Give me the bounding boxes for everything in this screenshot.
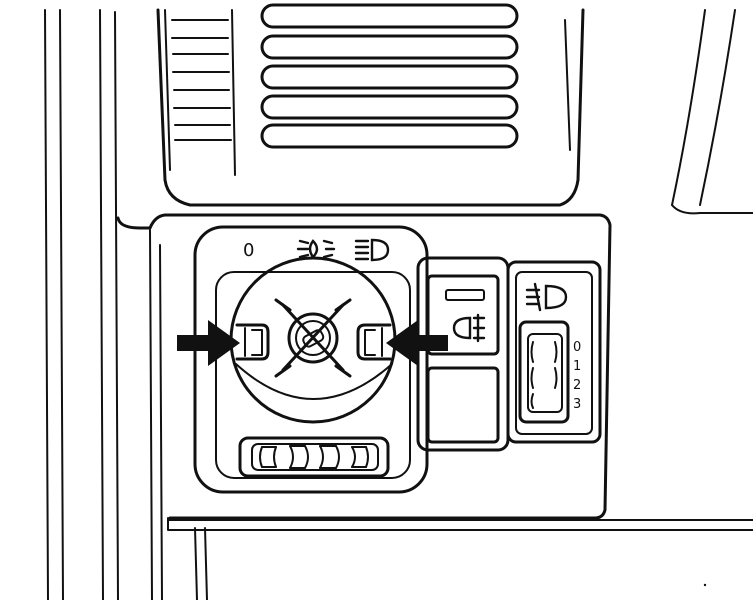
- headlight-range-control[interactable]: 0 1 2 3: [506, 260, 602, 444]
- scale-label-1: 1: [573, 359, 581, 374]
- release-tab-left: [235, 323, 270, 361]
- light-switch-knob[interactable]: [229, 256, 397, 424]
- switch-panel: [116, 213, 753, 600]
- headlight-icon: [354, 238, 390, 262]
- position-label-off: 0: [243, 240, 254, 261]
- scale-label-0: 0: [573, 340, 581, 355]
- arrow-left: [177, 320, 240, 366]
- scale-label-3: 3: [573, 397, 581, 412]
- headlight-range-icon: [525, 282, 568, 312]
- vent-slats-right: [260, 3, 519, 149]
- air-vent: [156, 3, 585, 207]
- dimmer-scale-labels: 0 1 2 3: [573, 340, 581, 412]
- vent-slats-left: [171, 19, 232, 141]
- instrument-cluster-edge: [671, 9, 753, 215]
- fog-light-switch[interactable]: [416, 256, 510, 452]
- parking-light-icon: [296, 239, 336, 259]
- scale-label-2: 2: [573, 378, 581, 393]
- dimmer-wheel[interactable]: [238, 436, 390, 478]
- left-pillar: [44, 9, 163, 600]
- light-switch-bezel: [193, 225, 429, 494]
- release-tab-right: [356, 323, 392, 361]
- rear-fog-light-icon: [452, 313, 486, 343]
- detail-dot: [703, 583, 707, 587]
- light-switch-position-labels: 0: [243, 238, 390, 262]
